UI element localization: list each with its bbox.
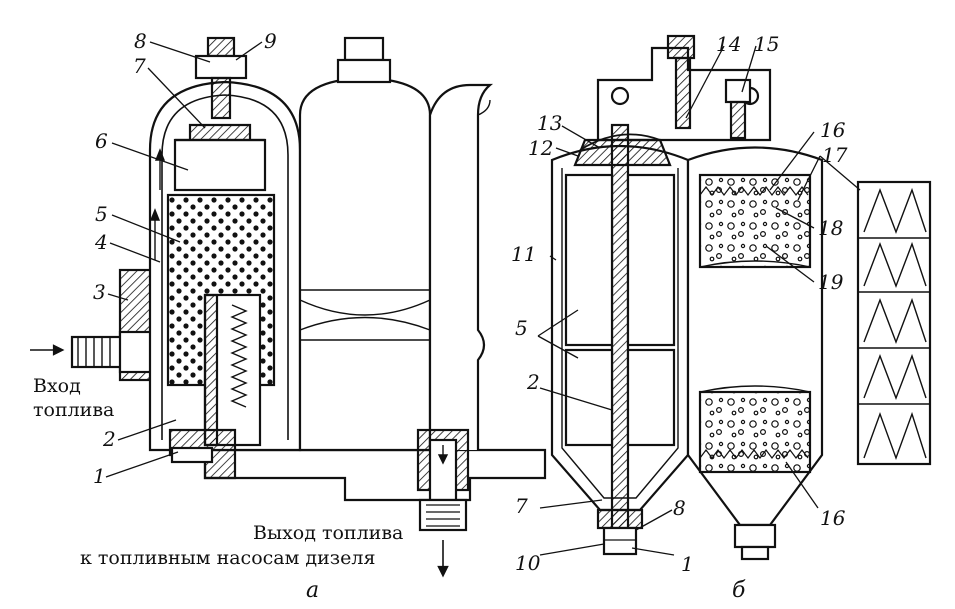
callout-b-17: 17 (822, 143, 848, 167)
subfigure-label-b: б (732, 578, 746, 603)
callout-a-5: 5 (95, 202, 108, 226)
callout-a-1: 1 (93, 464, 106, 488)
inlet-caption-line1: Вход (33, 375, 81, 397)
callout-a-8: 8 (134, 29, 147, 53)
callout-b-11: 11 (511, 242, 537, 266)
callout-a-9: 9 (264, 29, 277, 53)
callout-b-1: 1 (681, 552, 694, 576)
inlet-caption-line2: топлива (33, 399, 115, 421)
callout-b-19: 19 (818, 270, 844, 294)
callout-b-18: 18 (818, 216, 844, 240)
callout-a-3: 3 (93, 280, 106, 304)
callout-b-16-top: 16 (820, 118, 846, 142)
callout-b-16-bottom: 16 (820, 506, 846, 530)
view-b (537, 34, 932, 561)
callout-a-7: 7 (133, 54, 146, 78)
subfigure-label-a: а (306, 578, 320, 603)
callout-b-13: 13 (537, 111, 563, 135)
callout-b-10: 10 (515, 551, 541, 575)
view-a (30, 36, 547, 578)
callout-b-15: 15 (754, 32, 780, 56)
outlet-caption-line1: Выход топлива (253, 522, 404, 544)
callout-b-8: 8 (673, 496, 686, 520)
callout-a-6: 6 (95, 129, 108, 153)
callout-b-12: 12 (528, 136, 554, 160)
callout-a-4: 4 (95, 230, 108, 254)
callout-b-5: 5 (515, 316, 528, 340)
callout-b-7: 7 (515, 494, 528, 518)
callout-b-2: 2 (527, 370, 540, 394)
outlet-caption-line2: к топливным насосам дизеля (80, 547, 376, 569)
callout-a-2: 2 (103, 427, 116, 451)
callout-b-14: 14 (716, 32, 742, 56)
